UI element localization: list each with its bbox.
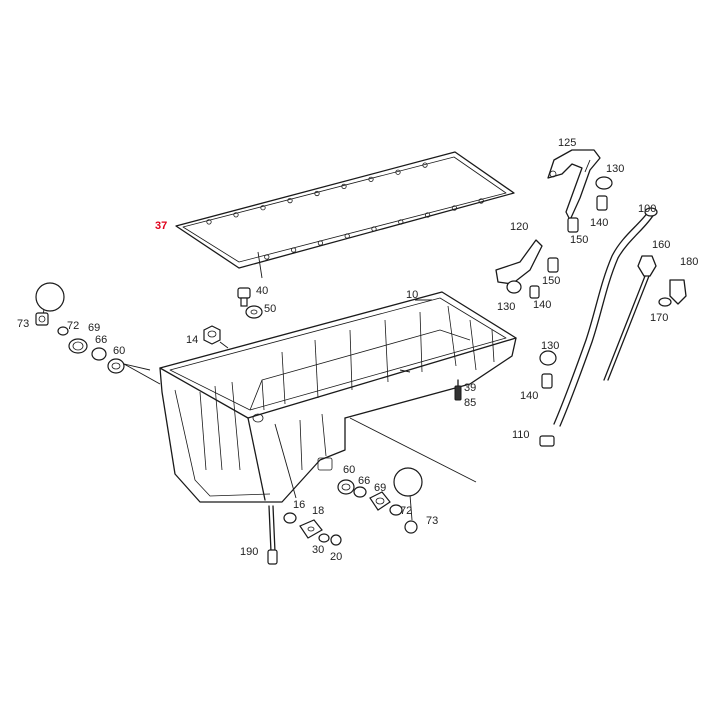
- label-part-72-right: 72: [400, 505, 412, 517]
- label-part-30: 30: [312, 544, 324, 556]
- part-150-mid[interactable]: [547, 257, 559, 273]
- oil-pan-gasket[interactable]: [175, 151, 515, 269]
- part-73-left[interactable]: [35, 282, 65, 326]
- label-part-73-left: 73: [17, 318, 29, 330]
- label-part-150-mid: 150: [542, 275, 560, 287]
- gasket-bolt-hole: [314, 190, 320, 197]
- part-190-dipstick-tube[interactable]: [267, 505, 278, 565]
- part-60-left[interactable]: [107, 358, 125, 374]
- label-part-110: 110: [512, 429, 530, 441]
- gasket-bolt-hole: [368, 176, 374, 182]
- part-140-top[interactable]: [596, 195, 608, 211]
- gasket-bolt-hole: [233, 212, 239, 218]
- part-60-right[interactable]: [337, 479, 355, 495]
- part-125-bracket[interactable]: [547, 149, 601, 221]
- label-part-14: 14: [186, 334, 198, 346]
- label-part-69-left: 69: [88, 322, 100, 334]
- label-part-140-mid: 140: [533, 299, 551, 311]
- part-150-top[interactable]: [567, 217, 579, 233]
- label-part-20: 20: [330, 551, 342, 563]
- part-170-ring[interactable]: [658, 297, 672, 307]
- label-part-125: 125: [558, 137, 576, 149]
- gasket-bolt-hole: [398, 219, 404, 225]
- label-part-170: 170: [650, 312, 668, 324]
- label-part-190: 190: [240, 546, 258, 558]
- part-66-left[interactable]: [91, 347, 107, 361]
- part-72-left[interactable]: [57, 326, 69, 336]
- part-140-lower[interactable]: [541, 373, 553, 389]
- part-69-right[interactable]: [369, 491, 391, 511]
- gasket-bolt-hole: [451, 205, 457, 211]
- gasket-bolt-hole: [206, 219, 212, 225]
- label-part-180: 180: [680, 256, 698, 268]
- label-part-18: 18: [312, 505, 324, 517]
- part-72-right[interactable]: [389, 504, 403, 516]
- label-part-60-left: 60: [113, 345, 125, 357]
- gasket-bolt-hole: [478, 198, 484, 204]
- gasket-bolt-hole: [371, 226, 377, 232]
- gasket-bolt-hole: [422, 162, 428, 168]
- part-50-washer[interactable]: [245, 305, 263, 319]
- gasket-bolt-hole: [344, 233, 350, 239]
- part-120-bracket[interactable]: [495, 239, 543, 285]
- part-100-dipstick-guide[interactable]: [553, 207, 658, 427]
- label-part-130-top: 130: [606, 163, 624, 175]
- gasket-bolt-hole: [264, 254, 270, 260]
- part-16-ring[interactable]: [283, 512, 297, 524]
- label-part-140-top: 140: [590, 217, 608, 229]
- gasket-bolt-hole: [424, 212, 431, 218]
- gasket-bolt-hole: [395, 169, 401, 175]
- label-part-69-right: 69: [374, 482, 386, 494]
- label-part-72-left: 72: [67, 320, 79, 332]
- label-part-40: 40: [256, 285, 268, 297]
- label-part-73-right: 73: [426, 515, 438, 527]
- part-180-cap[interactable]: [669, 279, 687, 305]
- label-part-37: 37: [155, 220, 167, 232]
- label-part-50: 50: [264, 303, 276, 315]
- part-69-left[interactable]: [68, 338, 88, 354]
- part-labels: 10 14 16 18 20 30 37 39 40 50 60 60 66 6…: [17, 137, 698, 563]
- gasket-bolt-hole: [287, 198, 293, 204]
- label-part-60-right: 60: [343, 464, 355, 476]
- label-part-130-lower: 130: [541, 340, 559, 352]
- part-40-bolt[interactable]: [237, 287, 251, 307]
- part-14-plug[interactable]: [203, 325, 221, 345]
- part-130-lower[interactable]: [539, 350, 557, 366]
- label-part-140-lower: 140: [520, 390, 538, 402]
- label-part-10: 10: [406, 289, 418, 301]
- label-part-39: 39: [464, 382, 476, 394]
- part-110-clip[interactable]: [539, 435, 555, 447]
- part-18-plate[interactable]: [299, 519, 323, 539]
- gasket-bolt-hole: [260, 205, 266, 211]
- part-130-mid[interactable]: [506, 280, 522, 294]
- gasket-bolt-hole: [341, 183, 347, 189]
- label-part-66-left: 66: [95, 334, 107, 346]
- oil-pan[interactable]: [159, 291, 517, 503]
- leader-lines: [42, 159, 591, 521]
- label-part-130-mid: 130: [497, 301, 515, 313]
- label-part-100: 100: [638, 203, 656, 215]
- part-20-nut[interactable]: [330, 534, 342, 546]
- label-part-66-right: 66: [358, 475, 370, 487]
- part-66-right[interactable]: [353, 486, 367, 498]
- label-part-150-top: 150: [570, 234, 588, 246]
- part-30-ring[interactable]: [318, 533, 330, 543]
- label-part-85: 85: [464, 397, 476, 409]
- part-39-sensor[interactable]: [454, 379, 462, 401]
- label-part-160: 160: [652, 239, 670, 251]
- part-140-mid[interactable]: [529, 285, 540, 299]
- gasket-bolt-hole: [290, 247, 297, 253]
- part-130-top[interactable]: [595, 176, 613, 190]
- label-part-16: 16: [293, 499, 305, 511]
- part-73-right[interactable]: [393, 467, 423, 534]
- part-160-dipstick[interactable]: [603, 255, 657, 381]
- gasket-bolt-hole: [317, 240, 323, 246]
- label-part-120: 120: [510, 221, 528, 233]
